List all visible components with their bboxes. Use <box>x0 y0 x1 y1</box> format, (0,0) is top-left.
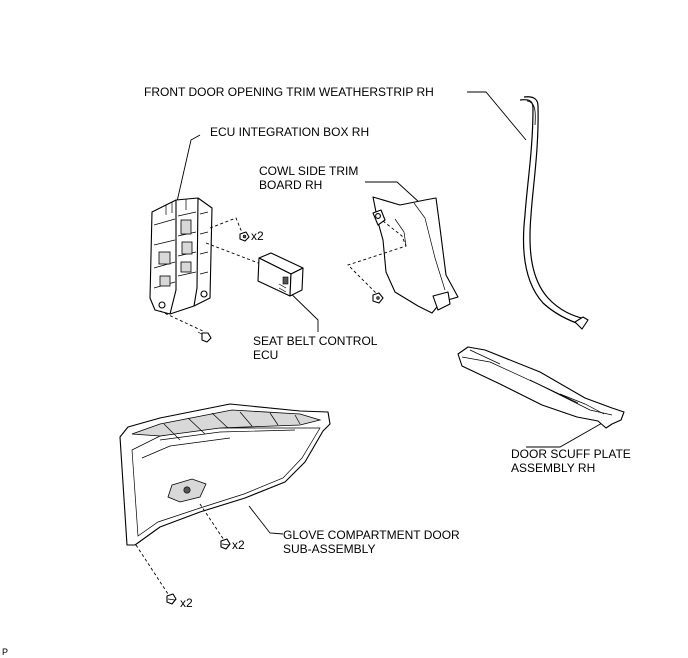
corner-mark: P <box>2 647 8 657</box>
screw-icon <box>220 538 231 550</box>
nut-icon <box>239 231 250 242</box>
cowl-side-trim-board-part <box>347 181 459 314</box>
scuff-plate-label-line1: DOOR SCUFF PLATE <box>511 447 631 461</box>
ecu-box-nut-count: x2 <box>251 229 264 243</box>
ecu-integration-box-part <box>149 134 262 333</box>
glove-compartment-door-part <box>119 403 331 598</box>
seat-belt-control-ecu-part <box>257 252 319 332</box>
glove-lower-screw-count: x2 <box>180 596 193 610</box>
glove-upper-screw-count: x2 <box>232 538 245 552</box>
cowl-trim-label-line1: COWL SIDE TRIM <box>259 164 358 178</box>
door-scuff-plate-part <box>457 346 625 448</box>
nut-icon <box>372 292 384 304</box>
weatherstrip-part <box>467 91 589 330</box>
ecu-box-label: ECU INTEGRATION BOX RH <box>210 125 369 139</box>
scuff-plate-label-line2: ASSEMBLY RH <box>511 461 595 475</box>
seat-belt-ecu-label-line2: ECU <box>253 348 278 362</box>
bolt-icon <box>197 331 212 343</box>
seat-belt-ecu-label-line1: SEAT BELT CONTROL <box>253 334 378 348</box>
weatherstrip-label: FRONT DOOR OPENING TRIM WEATHERSTRIP RH <box>144 85 434 99</box>
screw-icon <box>166 593 177 605</box>
cowl-trim-label-line2: BOARD RH <box>259 178 322 192</box>
glove-door-label-line2: SUB-ASSEMBLY <box>283 542 375 556</box>
glove-door-label-line1: GLOVE COMPARTMENT DOOR <box>283 528 460 542</box>
